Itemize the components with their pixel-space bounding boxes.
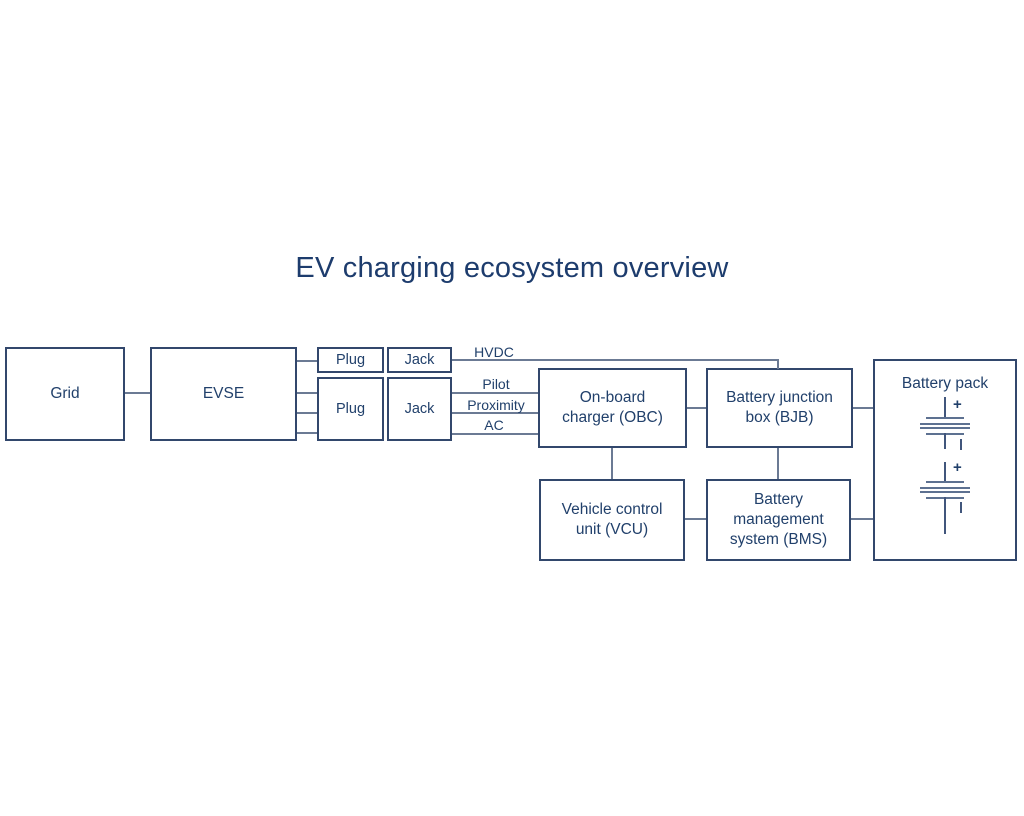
battery-plate <box>920 491 970 493</box>
minus-terminal-mark <box>960 502 962 513</box>
battery-pack-box: Battery pack + + <box>873 359 1017 561</box>
battery-pack-label: Battery pack <box>901 375 989 392</box>
ac-line-label: AC <box>484 417 504 433</box>
grid-label: Grid <box>50 385 80 403</box>
connector-grid-evse <box>125 392 150 394</box>
plus-terminal-label: + <box>953 459 962 476</box>
jack-dc-label: Jack <box>404 351 435 368</box>
diagram-title: EV charging ecosystem overview <box>295 252 729 284</box>
bjb-label: Battery junction box (BJB) <box>726 389 833 426</box>
plus-terminal-label: + <box>953 396 962 413</box>
evse-box: EVSE <box>150 347 297 441</box>
obc-label: On-board charger (OBC) <box>562 389 663 426</box>
connector-vcu-bms <box>685 518 706 520</box>
vcu-box: Vehicle control unit (VCU) <box>539 479 685 561</box>
connector-hvdc-horizontal <box>452 359 779 361</box>
minus-terminal-mark <box>960 439 962 450</box>
connector-bjb-bms <box>777 448 779 479</box>
bms-box: Battery management system (BMS) <box>706 479 851 561</box>
connector-obc-bjb <box>687 407 706 409</box>
connector-ac-to-obc <box>452 433 538 435</box>
connector-evse-plug-proximity <box>297 412 317 414</box>
battery-plate <box>926 481 964 483</box>
jack-box-ac: Jack <box>387 377 452 441</box>
plug-box-dc: Plug <box>317 347 384 373</box>
jack-box-dc: Jack <box>387 347 452 373</box>
connector-bms-battery-pack <box>851 518 873 520</box>
proximity-line-label: Proximity <box>467 397 525 413</box>
grid-box: Grid <box>5 347 125 441</box>
connector-bjb-battery-pack <box>853 407 873 409</box>
battery-top-lead <box>944 462 946 482</box>
connector-evse-plug-dc <box>297 360 317 362</box>
vcu-label: Vehicle control unit (VCU) <box>561 501 663 538</box>
plug-dc-label: Plug <box>335 351 366 368</box>
obc-box: On-board charger (OBC) <box>538 368 687 448</box>
plug-ac-label: Plug <box>335 400 366 417</box>
connector-proximity-to-obc <box>452 412 538 414</box>
battery-plate <box>920 487 970 489</box>
connector-pilot-to-obc <box>452 392 538 394</box>
battery-top-lead <box>944 397 946 418</box>
connector-evse-plug-ac <box>297 432 317 434</box>
battery-plate <box>920 423 970 425</box>
connector-obc-vcu <box>611 448 613 479</box>
battery-plate <box>920 427 970 429</box>
battery-plate <box>926 417 964 419</box>
jack-ac-label: Jack <box>404 400 435 417</box>
battery-bottom-lead <box>944 433 946 449</box>
bjb-box: Battery junction box (BJB) <box>706 368 853 448</box>
pilot-line-label: Pilot <box>482 376 510 392</box>
plug-box-ac: Plug <box>317 377 384 441</box>
hvdc-line-label: HVDC <box>474 344 514 360</box>
connector-evse-plug-pilot <box>297 392 317 394</box>
connector-hvdc-drop-to-bjb <box>777 359 779 369</box>
evse-label: EVSE <box>202 385 245 403</box>
battery-bottom-lead <box>944 497 946 534</box>
bms-label: Battery management system (BMS) <box>729 491 828 548</box>
